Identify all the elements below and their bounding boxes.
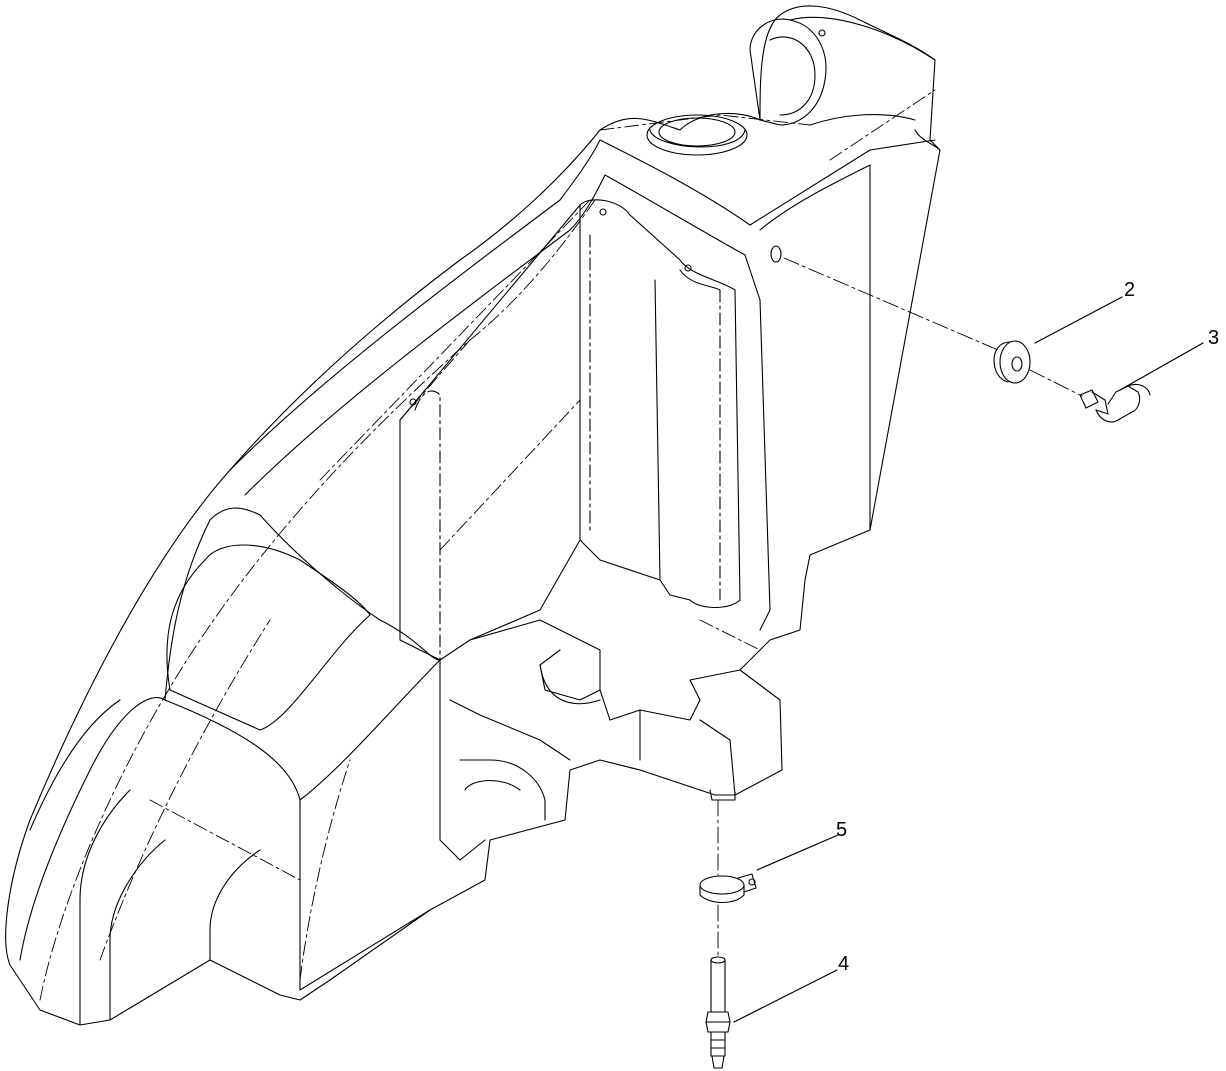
leader-lines	[733, 296, 1204, 1023]
hidden-edges	[39, 89, 936, 1001]
mounting-feet	[449, 619, 741, 821]
filler-neck	[646, 114, 748, 156]
elbow-fitting-part	[1079, 383, 1151, 423]
tank-top-ridges	[229, 114, 936, 631]
callout-4-label: 4	[838, 953, 850, 975]
hose-clamp-part	[699, 873, 757, 904]
tank-front-face	[19, 507, 486, 1026]
handle-boss	[749, 16, 941, 151]
callout-5-label: 5	[836, 819, 848, 841]
hose-fitting-part	[705, 956, 731, 1069]
assembly-lines	[717, 257, 1083, 956]
tank-recess	[399, 199, 741, 661]
tank-body	[5, 5, 941, 1026]
side-port	[770, 245, 782, 263]
callout-3-label: 3	[1208, 327, 1220, 349]
callout-2-label: 2	[1124, 279, 1136, 301]
grommet-part	[993, 340, 1031, 384]
